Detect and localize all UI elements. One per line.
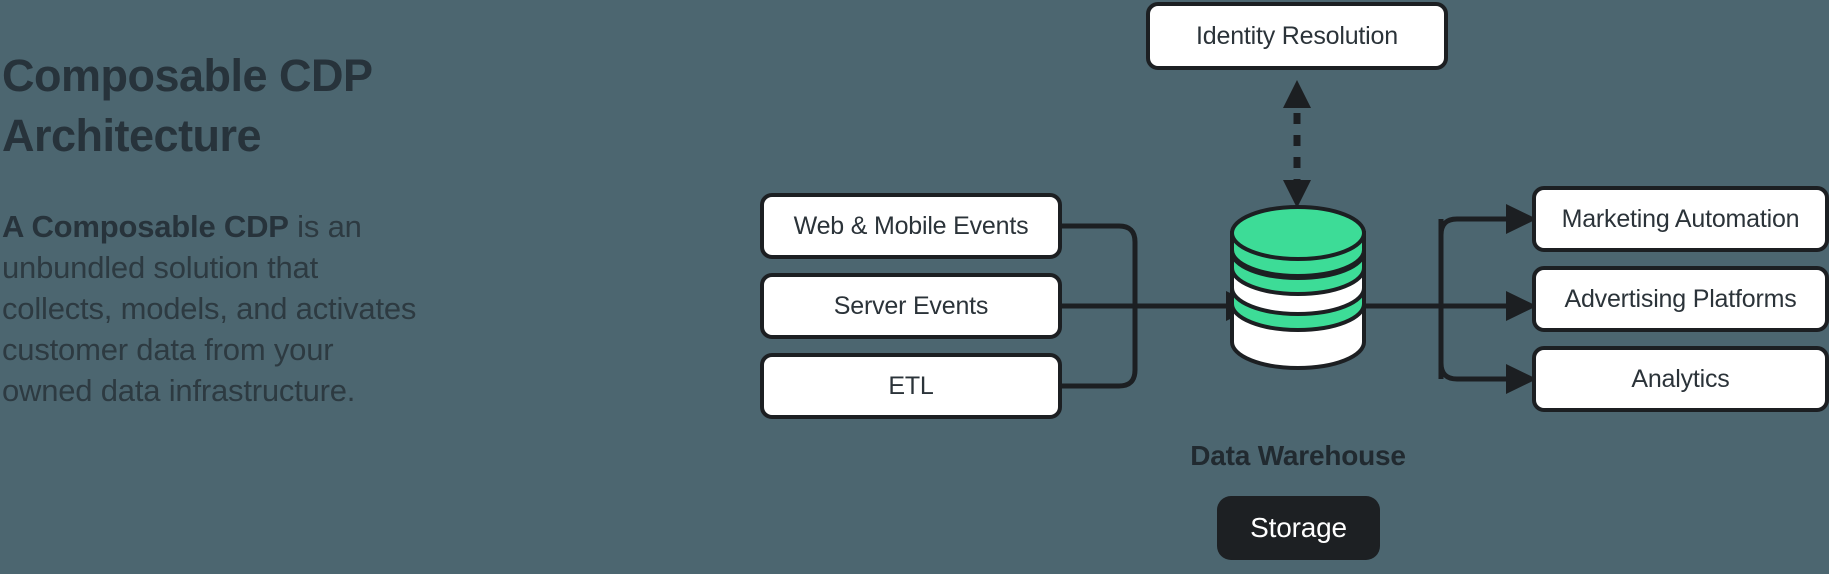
data-warehouse-caption: Data Warehouse [1190,440,1406,471]
node-server-events-label: Server Events [833,291,989,320]
inputs-to-warehouse-connector [1062,223,1138,389]
node-server-events[interactable]: Server Events [760,273,1062,339]
node-analytics[interactable]: Analytics [1532,346,1829,412]
storage-badge-label: Storage [1250,512,1347,543]
node-etl[interactable]: ETL [760,353,1062,419]
page-title: Composable CDP Architecture [2,50,372,161]
node-identity-resolution-label: Identity Resolution [1196,21,1398,50]
node-web-and-mobile-events[interactable]: Web & Mobile Events [760,193,1062,259]
node-advertising-platforms[interactable]: Advertising Platforms [1532,266,1829,332]
node-web-and-mobile-events-label: Web & Mobile Events [793,211,1029,240]
database-cylinder-icon [1230,205,1366,370]
warehouse-to-outputs-connector [1364,219,1444,379]
intro-paragraph-rest: is an unbundled solution that collects, … [2,209,417,408]
node-marketing-automation-label: Marketing Automation [1561,204,1800,233]
output-arrows [1438,204,1537,394]
node-etl-label: ETL [888,371,934,400]
intro-paragraph: A Composable CDP is an unbundled solutio… [0,166,422,411]
node-identity-resolution[interactable]: Identity Resolution [1146,2,1448,70]
intro-paragraph-lead: A Composable CDP [2,209,289,244]
storage-badge[interactable]: Storage [1217,496,1380,560]
node-analytics-label: Analytics [1631,364,1730,393]
identity-resolution-dashed-double-arrow [1283,80,1311,208]
intro-text-block: Composable CDP Architecture A Composable… [0,46,470,411]
node-advertising-platforms-label: Advertising Platforms [1564,284,1797,313]
node-marketing-automation[interactable]: Marketing Automation [1532,186,1829,252]
